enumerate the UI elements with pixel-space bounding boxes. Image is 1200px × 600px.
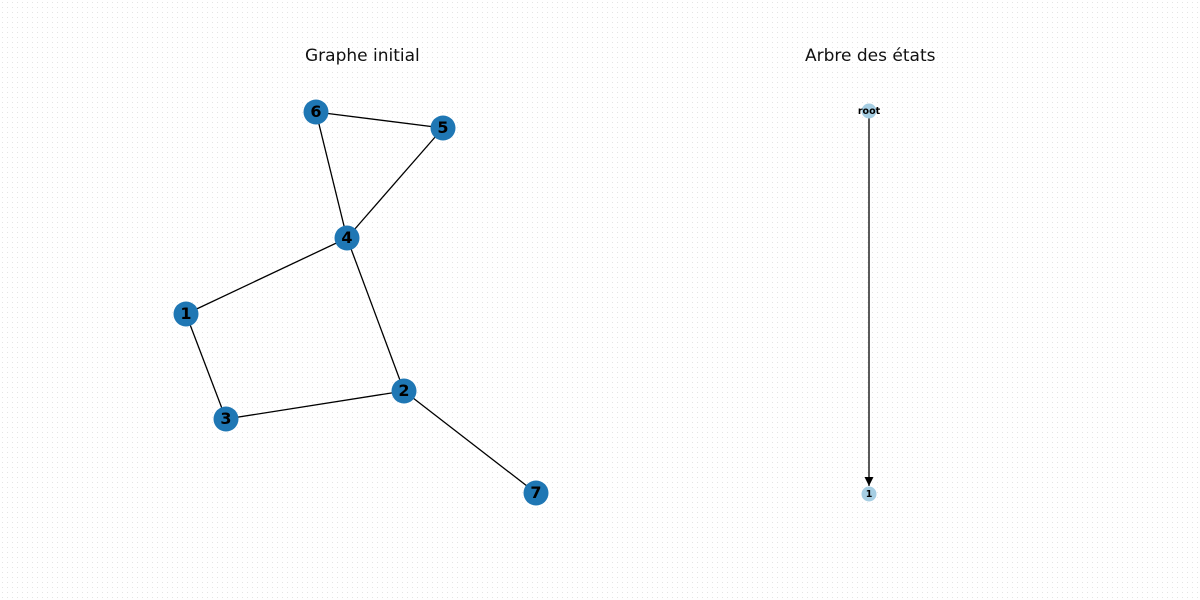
graph-node-6: 6 bbox=[303, 99, 329, 125]
graph-edge-4-2 bbox=[346, 237, 405, 392]
tree-node-1: 1 bbox=[861, 486, 877, 502]
graph-node-label: 6 bbox=[310, 102, 321, 121]
graph-node-label: 5 bbox=[437, 118, 448, 137]
graph-node-7: 7 bbox=[523, 480, 549, 506]
graph-node-4: 4 bbox=[334, 225, 360, 251]
tree-node-label: root bbox=[858, 106, 881, 117]
graph-node-1: 1 bbox=[173, 301, 199, 327]
graph-edge-4-1 bbox=[185, 237, 348, 315]
graph-node-5: 5 bbox=[430, 115, 456, 141]
graph-node-label: 4 bbox=[341, 228, 352, 247]
tree-node-root: root bbox=[858, 103, 881, 119]
graph-edge-6-4 bbox=[315, 111, 348, 239]
graph-title: Graphe initial bbox=[305, 46, 420, 66]
graph-node-label: 3 bbox=[220, 409, 231, 428]
graph-node-label: 2 bbox=[398, 381, 409, 400]
tree-node-label: 1 bbox=[866, 489, 873, 500]
graph-edge-2-7 bbox=[403, 390, 537, 494]
graph-edge-3-2 bbox=[225, 390, 405, 420]
graph-edge-6-5 bbox=[315, 111, 444, 129]
graph-node-3: 3 bbox=[213, 406, 239, 432]
graph-node-2: 2 bbox=[391, 378, 417, 404]
tree-title: Arbre des états bbox=[805, 46, 936, 66]
graph-node-label: 7 bbox=[530, 483, 541, 502]
graph-edge-1-3 bbox=[185, 313, 227, 420]
graph-node-label: 1 bbox=[180, 304, 191, 323]
graph-edge-5-4 bbox=[346, 127, 444, 239]
